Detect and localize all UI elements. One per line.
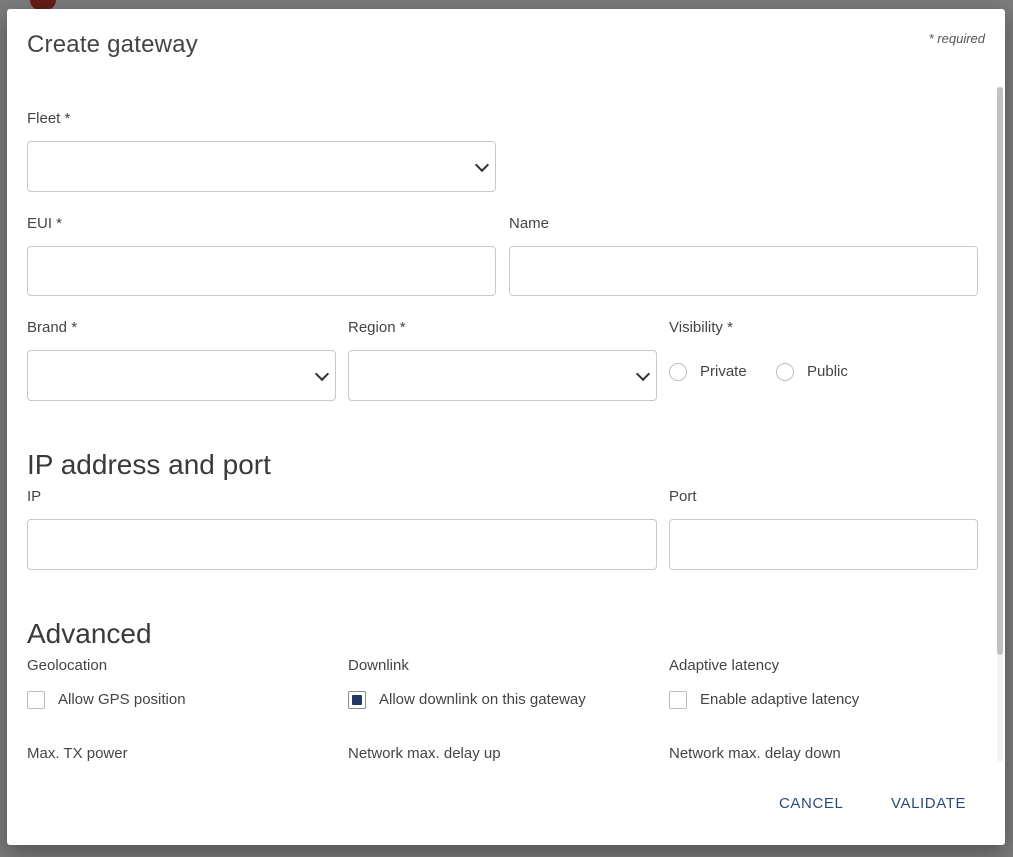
name-label: Name <box>509 215 550 232</box>
allow-downlink-label[interactable]: Allow downlink on this gateway <box>379 691 586 708</box>
advanced-section-title: Advanced <box>27 618 152 649</box>
fleet-label: Fleet * <box>27 110 71 127</box>
eui-label: EUI * <box>27 215 63 232</box>
ip-input[interactable] <box>27 519 657 570</box>
app-logo <box>30 0 56 10</box>
brand-select[interactable] <box>27 350 336 401</box>
adaptive-latency-checkbox[interactable] <box>669 691 687 709</box>
dialog-scroll-body: Fleet * EUI * Name Brand * Region * Visi… <box>7 87 1005 777</box>
port-input[interactable] <box>669 519 978 570</box>
create-gateway-dialog: Create gateway * required Fleet * EUI * … <box>7 9 1005 845</box>
dialog-title: Create gateway <box>27 31 198 58</box>
visibility-private-label[interactable]: Private <box>700 363 747 380</box>
chevron-down-icon <box>474 157 490 172</box>
name-input[interactable] <box>509 246 978 296</box>
region-label: Region * <box>348 319 406 336</box>
chevron-down-icon <box>314 366 330 381</box>
adaptive-latency-option-label[interactable]: Enable adaptive latency <box>700 691 860 708</box>
scrollbar-thumb[interactable] <box>997 87 1003 655</box>
chevron-down-icon <box>635 366 651 381</box>
ip-section-title: IP address and port <box>27 449 271 480</box>
allow-downlink-checkbox[interactable] <box>348 691 366 709</box>
cancel-button[interactable]: CANCEL <box>779 795 844 812</box>
brand-label: Brand * <box>27 319 78 336</box>
downlink-label: Downlink <box>348 657 409 674</box>
required-note: * required <box>928 31 985 46</box>
ip-label: IP <box>27 488 42 505</box>
visibility-private-radio[interactable] <box>669 363 687 381</box>
validate-button[interactable]: VALIDATE <box>891 795 967 812</box>
region-select[interactable] <box>348 350 657 401</box>
fleet-select[interactable] <box>27 141 496 192</box>
allow-gps-checkbox[interactable] <box>27 691 45 709</box>
eui-input[interactable] <box>27 246 496 296</box>
port-label: Port <box>669 488 697 505</box>
visibility-label: Visibility * <box>669 319 733 336</box>
adaptive-latency-label: Adaptive latency <box>669 657 780 674</box>
max-tx-power-label: Max. TX power <box>27 745 128 762</box>
allow-gps-label[interactable]: Allow GPS position <box>58 691 186 708</box>
delay-up-label: Network max. delay up <box>348 745 501 762</box>
delay-down-label: Network max. delay down <box>669 745 841 762</box>
visibility-public-radio[interactable] <box>776 363 794 381</box>
visibility-public-label[interactable]: Public <box>807 363 848 380</box>
geolocation-label: Geolocation <box>27 657 108 674</box>
